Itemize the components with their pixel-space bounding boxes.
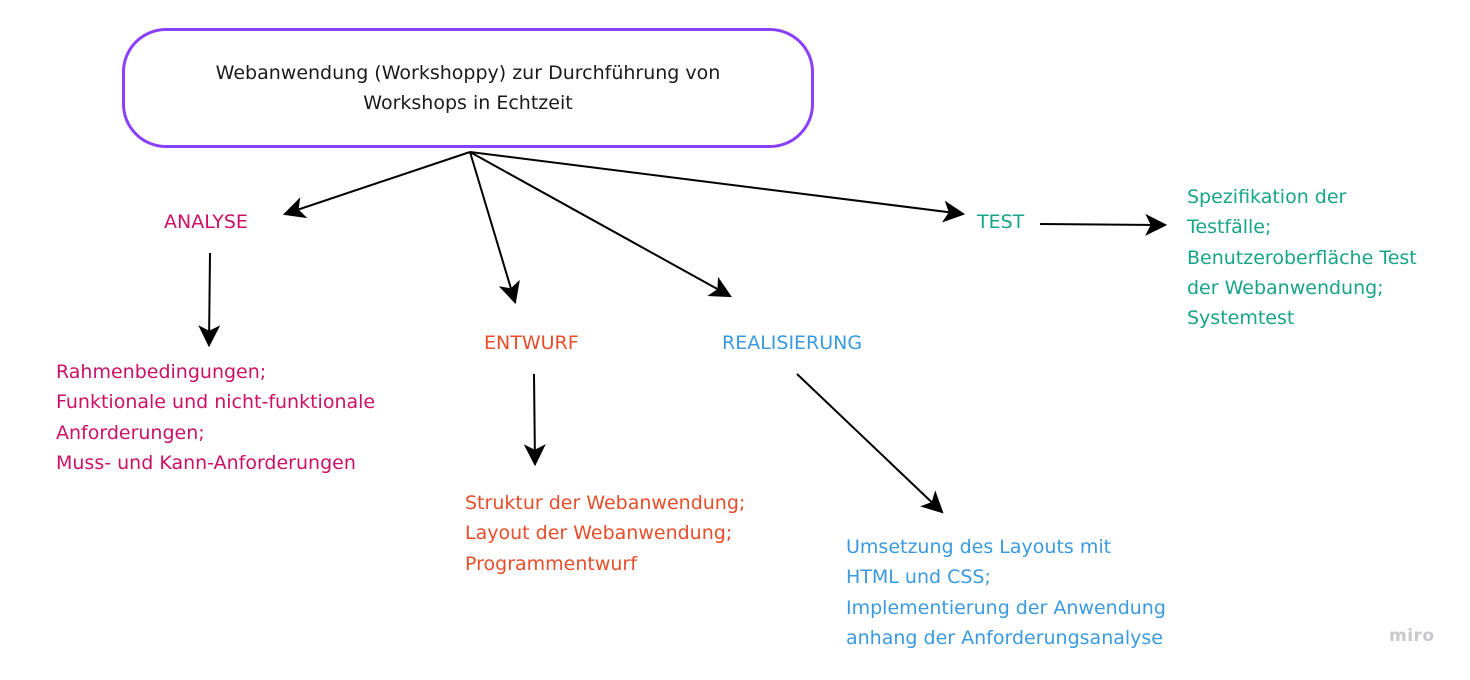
detail-line: Layout der Webanwendung; xyxy=(465,522,733,545)
detail-line: der Webanwendung; xyxy=(1187,276,1384,299)
detail-line: Struktur der Webanwendung; xyxy=(465,492,746,514)
arrow-analyse-to-detail xyxy=(198,252,221,348)
detail-line: Muss- und Kann-Anforderungen xyxy=(56,451,356,474)
phase-label-entwurf[interactable]: ENTWURF xyxy=(484,332,579,354)
detail-line: Implementierung der Anwendung xyxy=(846,596,1166,619)
arrow-entwurf-to-detail xyxy=(523,373,546,467)
phase-detail-realisierung[interactable]: Umsetzung des Layouts mit HTML und CSS; … xyxy=(846,532,1166,653)
phase-label-test[interactable]: TEST xyxy=(977,211,1025,233)
arrow-test-to-detail xyxy=(1039,213,1168,236)
detail-line: Programmentwurf xyxy=(465,552,637,575)
phase-detail-entwurf[interactable]: Struktur der Webanwendung; Layout der We… xyxy=(465,488,745,579)
detail-line: Benutzeroberfläche Test xyxy=(1187,246,1417,269)
detail-line: Funktionale und nicht-funktionale xyxy=(56,391,376,414)
miro-watermark: miro xyxy=(1389,626,1435,646)
arrow-root-to-realisierung xyxy=(469,151,732,298)
arrow-root-to-analyse xyxy=(282,151,471,219)
detail-line: Spezifikation der xyxy=(1187,186,1347,208)
arrow-root-to-entwurf xyxy=(469,151,520,305)
detail-line: anhang der Anforderungsanalyse xyxy=(846,626,1163,649)
arrow-realisierung-to-detail xyxy=(796,373,944,514)
root-title: Webanwendung (Workshoppy) zur Durchführu… xyxy=(215,62,721,114)
phase-detail-test[interactable]: Spezifikation der Testfälle; Benutzerobe… xyxy=(1187,182,1417,333)
detail-line: Rahmenbedingungen; xyxy=(56,361,267,383)
phase-label-analyse[interactable]: ANALYSE xyxy=(164,211,248,233)
phase-detail-analyse[interactable]: Rahmenbedingungen; Funktionale und nicht… xyxy=(56,357,375,478)
root-node[interactable]: Webanwendung (Workshoppy) zur Durchführu… xyxy=(122,28,814,148)
detail-line: Anforderungen; xyxy=(56,421,205,444)
detail-line: Testfälle; xyxy=(1187,216,1272,239)
detail-line: HTML und CSS; xyxy=(846,566,991,589)
phase-label-realisierung[interactable]: REALISIERUNG xyxy=(722,332,863,354)
detail-line: Systemtest xyxy=(1187,307,1295,330)
detail-line: Umsetzung des Layouts mit xyxy=(846,536,1112,558)
arrow-root-to-test xyxy=(469,151,966,223)
